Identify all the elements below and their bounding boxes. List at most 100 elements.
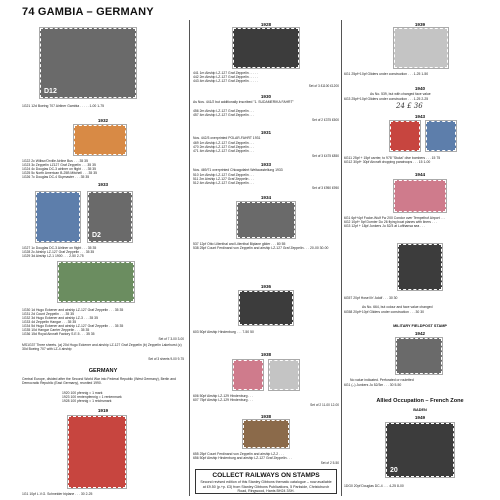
advert-box: COLLECT RAILWAYS ON STAMPS Second revise…: [195, 469, 337, 494]
set-total: Set of 3 £1100 £1200: [308, 84, 339, 88]
section-heading: Allied Occupation – French Zone: [376, 398, 464, 404]
catalogue-entry: 538 25pf Count Ferdinand von Zeppelin an…: [193, 246, 329, 250]
catalogue-entry: 656 50pf Airship Hindenburg and airship …: [193, 456, 293, 460]
catalogue-entry: 1G32 3d Hugo Eckener and airship LZ-3 . …: [22, 316, 98, 320]
catalogue-entry: 456 2m Airship LZ-127 Graf Zeppelin . . …: [193, 109, 255, 113]
catalogue-entry: 606 50pf Airship LZ-129 Hindenburg . . .: [193, 394, 254, 398]
advert-title: COLLECT RAILWAYS ON STAMPS: [212, 472, 320, 479]
sub-heading: BADEN: [413, 408, 427, 412]
catalogue-entry: 441 1m Airship LZ-127 Graf Zeppelin . . …: [193, 71, 259, 75]
change-note: As No. 664, but colour and face value ch…: [362, 305, 433, 309]
set-total: Set of 3 sheets 9-00 9-75: [148, 357, 184, 361]
stamp-stuka: [390, 121, 420, 151]
catalogue-entry: 1G27 1c Douglas DC-3 Airliner on flight …: [22, 246, 97, 250]
catalogue-entry: 471 4m Airship LZ-127 Graf Zeppelin . . …: [193, 149, 255, 153]
catalogue-entry: 1G35 10d Hangar Carrier Zeppelin . . . 3…: [22, 328, 90, 332]
set-total: Set of 2 11-00 12-00: [310, 403, 339, 407]
currency-line: 1920 100 pfennig = 1 mark: [62, 391, 103, 395]
catalogue-entry: 537 12pf Otto Lilienthal and Lilienthal …: [193, 242, 286, 246]
catalogue-entry: 603 50pf Airship Hindenburg . . . 7-50 5…: [193, 330, 254, 334]
set-total: Set of 2 £375 £500: [312, 118, 339, 122]
catalogue-entry: 510 1m Airship LZ-127 Graf Zeppelin . . …: [193, 173, 255, 177]
stamp-dc4: 20: [386, 423, 454, 477]
catalogue-entry: 1G31 2d Count Zeppelin . . . 35 35: [22, 312, 75, 316]
stamp-hugo-eckener: [58, 262, 134, 302]
year-heading: 1933: [97, 182, 109, 187]
stamp-gliders: [394, 28, 448, 68]
stamp-junkers: [396, 338, 442, 374]
catalogue-entry: 1G28 2c Airship LZ-127 Graf Zeppelin . .…: [22, 250, 95, 254]
advert-text: Second revised edition of this Stanley G…: [200, 480, 332, 494]
column-divider: [189, 20, 190, 496]
stamp-lilienthal: [237, 202, 295, 238]
stamp-lz129: [269, 360, 299, 390]
catalogue-entry: 6G1 25pf+10pf Gliders under construction…: [344, 72, 429, 76]
column-left: D12 1G21 12d Boeing 707 Airliner Gambia …: [22, 22, 184, 496]
stamp-hindenburg: [239, 291, 293, 325]
page-header: 74 GAMBIA – GERMANY: [22, 6, 154, 18]
catalogue-entry: 1G36 15d Royal Aircraft Factory S.E.5 . …: [22, 332, 95, 336]
stamp-condor: [394, 180, 446, 212]
change-note: No value indicated. Perforated or roulet…: [350, 378, 414, 382]
year-heading: 1930: [260, 94, 272, 99]
catalogue-entry: 607 75pf Airship LZ-129 Hindenburg . . .: [193, 398, 254, 402]
catalogue-entry: 6G57 20pf Hosel Ih' Adolf . . . 30 30: [344, 296, 398, 300]
year-heading: 1928: [260, 22, 272, 27]
year-heading: 1939: [414, 22, 426, 27]
catalogue-entry: 6G3 25pf+10pf Gliders under construction…: [344, 97, 429, 101]
year-heading: 1943: [414, 114, 426, 119]
catalogue-entry: 1G26 7c Douglas DC-4 Skymaster . . . 35 …: [22, 175, 90, 179]
overprint-note: Nos. 442/3 overprinted POLAR-FAHRT 1931: [193, 136, 261, 140]
year-heading: 1942: [414, 331, 426, 336]
catalogue-entry: 6G12 30pf+ 30pf Aircraft dropping paratr…: [344, 160, 431, 164]
stamp-dc3: [36, 192, 80, 242]
set-total: Set of 3 £475 £850: [312, 154, 339, 158]
year-heading: 1932: [97, 118, 109, 123]
catalogue-entry: 469 1m Airship LZ-127 Graf Zeppelin . . …: [193, 141, 255, 145]
year-heading: 1938: [260, 414, 272, 419]
catalogue-entry: 443 4m Airship LZ-127 Graf Zeppelin . . …: [193, 79, 259, 83]
overprint-note: As Nos. 441/2 but additionally inscribed…: [193, 100, 294, 104]
change-note: As No. 539, but with changed face value: [370, 92, 431, 96]
catalogue-entry: 1G22 2c Wilbur/Orville Airline Bus . . .…: [22, 159, 88, 163]
stamp-boeing-707: D12: [40, 28, 136, 98]
stamp-aircraft: [74, 125, 126, 155]
catalogue-entry: 1G34 5d Hugo Eckener and airship LZ-127 …: [22, 324, 124, 328]
year-heading: 1931: [260, 130, 272, 135]
column-middle: 1928 441 1m Airship LZ-127 Graf Zeppelin…: [193, 22, 339, 496]
year-heading: 1944: [414, 172, 426, 177]
currency-line: 1923 100 rentenpfennig = 1 rentenmark: [62, 395, 122, 399]
year-heading: 1936: [260, 284, 272, 289]
section-heading: MILITARY FIELDPOST STAMP: [393, 324, 447, 328]
year-heading: 1919: [97, 408, 109, 413]
year-heading: 1940: [414, 86, 426, 91]
year-heading: 1934: [260, 195, 272, 200]
currency-line: 1928 100 pfennig = 1 reichsmark: [62, 399, 112, 403]
catalogue-entry: 442 2m Airship LZ-127 Graf Zeppelin . . …: [193, 75, 259, 79]
catalogue-entry: 1G29 3d Airship LZ-1 1900 . . . 2-50 2-7…: [22, 254, 84, 258]
set-total: Set of 2 5-50: [320, 461, 339, 465]
stamp-paratroops: [426, 121, 456, 151]
stamp-airship: D2: [88, 192, 132, 242]
catalogue-entry: 1G23 3c Zeppelin LZ127 Graf Zeppelin . .…: [22, 163, 96, 167]
set-total: Set of 7 3-00 3-00: [158, 337, 184, 341]
catalogue-entry: 655 25pf Count Ferdinand von Zeppelin an…: [193, 452, 284, 456]
overprint-note: Nos. 469/71 overprinted Chicagofahrt Wel…: [193, 168, 283, 172]
catalogue-entry: 1DG0 20pf Douglas DC-4 . . . 4-25 8-00: [344, 484, 404, 488]
catalogue-entry: 1G30 1d Hugo Eckener and airship LZ-127 …: [22, 308, 124, 312]
catalogue-entry: 511 2m Airship LZ-127 Graf Zeppelin . . …: [193, 177, 254, 181]
column-right: 1939 6G1 25pf+10pf Gliders under constru…: [344, 22, 496, 496]
stamp-graf-zeppelin: [233, 28, 299, 68]
catalogue-entry: 1G1 10pf L.V.G. Schneider biplane . . . …: [22, 492, 93, 496]
catalogue-entry: 6G1 6pf+4pf Focke-Wulf Fw 200 Condor ove…: [344, 216, 446, 220]
stamp-biplane: [68, 416, 126, 488]
catalogue-entry: 457 4m Airship LZ-127 Graf Zeppelin . . …: [193, 113, 255, 117]
year-heading: 1933: [260, 162, 272, 167]
column-divider: [341, 20, 342, 496]
stamp-portrait: [398, 244, 442, 290]
catalogue-entry: 6G2 10pf+ 5pf Dornier Do 26 flying boat …: [344, 220, 437, 224]
country-heading: GERMANY: [88, 368, 118, 374]
stamp-lz129: [233, 360, 263, 390]
catalogue-entry: 1G24 4c Douglas DC-3 airliner on flight …: [22, 167, 97, 171]
